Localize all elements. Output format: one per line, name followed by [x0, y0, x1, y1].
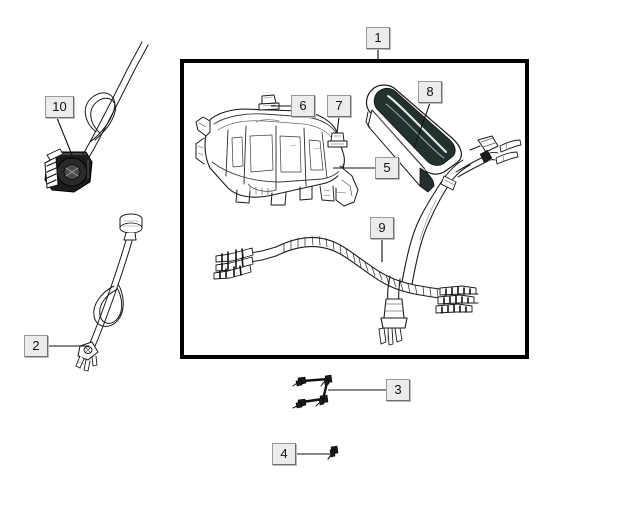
leader-8 — [413, 102, 431, 149]
callout-9[interactable]: 9 — [370, 217, 394, 239]
callout-7[interactable]: 7 — [327, 95, 351, 117]
antenna-cable-part — [75, 213, 143, 372]
instrument-cluster-part — [195, 108, 359, 207]
callout-3[interactable]: 3 — [386, 379, 410, 401]
callout-1[interactable]: 1 — [366, 27, 390, 49]
callout-5[interactable]: 5 — [375, 157, 399, 179]
callout-4[interactable]: 4 — [272, 443, 296, 465]
callout-8[interactable]: 8 — [418, 81, 442, 103]
callout-2[interactable]: 2 — [24, 335, 48, 357]
harness-right-connector — [435, 285, 479, 314]
wiring-harness-part — [213, 135, 522, 346]
retaining-clip-lower-part — [327, 132, 348, 148]
retaining-clip-upper-part — [258, 94, 280, 111]
cluster-hood-bezel-part — [365, 84, 462, 193]
leader-10 — [56, 117, 75, 161]
mounting-screw-part — [327, 445, 339, 460]
callout-6[interactable]: 6 — [291, 95, 315, 117]
harness-left-connector — [213, 246, 277, 280]
mounting-screw-set-part — [292, 374, 333, 409]
antenna-connector-module-part — [44, 41, 149, 193]
leader-7 — [336, 116, 340, 134]
assembly-group-frame-rect — [180, 59, 529, 359]
callout-leader-lines — [48, 49, 431, 455]
callout-10[interactable]: 10 — [45, 96, 74, 118]
